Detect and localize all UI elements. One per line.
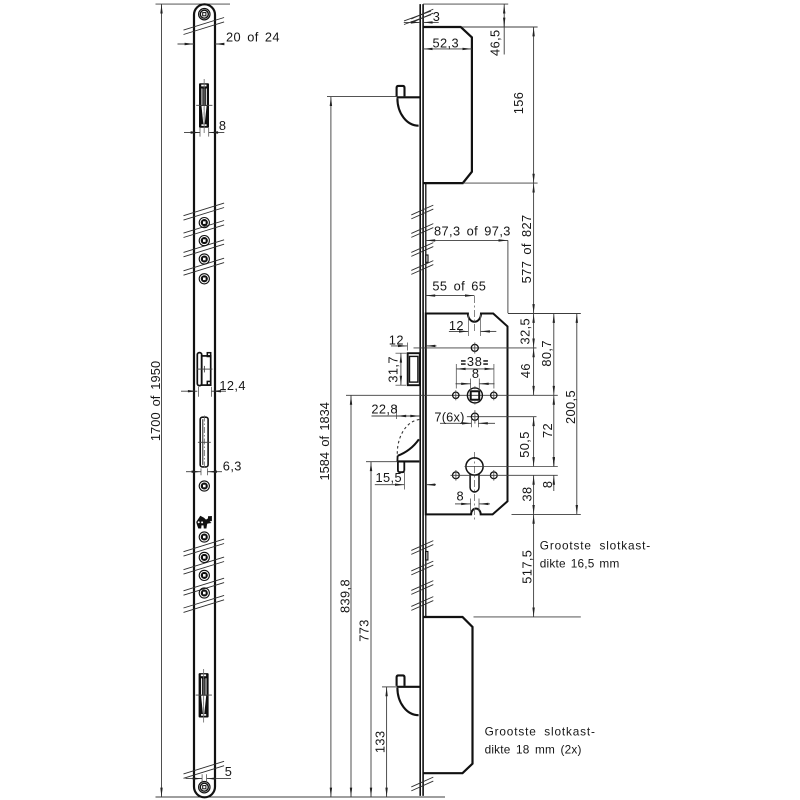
svg-text:46: 46 xyxy=(518,363,533,378)
svg-text:773: 773 xyxy=(357,619,372,642)
svg-text:dikte 18 mm (2x): dikte 18 mm (2x) xyxy=(485,743,582,757)
svg-text:52,3: 52,3 xyxy=(433,36,460,51)
svg-text:38: 38 xyxy=(467,354,483,369)
svg-text:7(6x): 7(6x) xyxy=(434,410,464,425)
svg-text:31,7: 31,7 xyxy=(385,356,400,383)
svg-text:577 of 827: 577 of 827 xyxy=(519,214,534,283)
svg-text:12: 12 xyxy=(389,333,404,348)
svg-text:38: 38 xyxy=(520,486,535,501)
svg-text:3: 3 xyxy=(433,9,441,24)
svg-text:6,3: 6,3 xyxy=(223,458,242,473)
svg-text:1700 of 1950: 1700 of 1950 xyxy=(148,361,163,441)
svg-text:15,5: 15,5 xyxy=(376,470,403,485)
svg-text:20 of 24: 20 of 24 xyxy=(226,29,280,44)
svg-text:12,4: 12,4 xyxy=(219,378,246,393)
svg-text:46,5: 46,5 xyxy=(488,29,503,56)
svg-text:dikte 16,5 mm: dikte 16,5 mm xyxy=(540,557,620,571)
svg-text:Grootste slotkast-: Grootste slotkast- xyxy=(540,539,651,553)
svg-text:87,3 of 97,3: 87,3 of 97,3 xyxy=(434,223,511,238)
svg-text:8: 8 xyxy=(219,118,227,133)
svg-text:8: 8 xyxy=(540,481,555,489)
svg-text:133: 133 xyxy=(373,731,388,754)
svg-text:8: 8 xyxy=(472,366,480,381)
svg-text:517,5: 517,5 xyxy=(519,550,534,584)
svg-text:839,8: 839,8 xyxy=(338,579,353,613)
svg-text:50,5: 50,5 xyxy=(517,431,532,458)
svg-text:8: 8 xyxy=(457,488,465,503)
svg-text:Grootste slotkast-: Grootste slotkast- xyxy=(485,725,596,739)
svg-text:12: 12 xyxy=(449,318,464,333)
svg-text:22,8: 22,8 xyxy=(371,401,398,416)
svg-text:200,5: 200,5 xyxy=(563,390,578,424)
svg-text:1584 of 1834: 1584 of 1834 xyxy=(317,402,332,480)
svg-text:80,7: 80,7 xyxy=(539,340,554,367)
svg-text:156: 156 xyxy=(511,92,526,115)
svg-text:32,5: 32,5 xyxy=(518,318,533,345)
svg-text:72: 72 xyxy=(540,423,555,438)
svg-text:55 of 65: 55 of 65 xyxy=(432,278,486,293)
svg-text:5: 5 xyxy=(225,764,233,779)
